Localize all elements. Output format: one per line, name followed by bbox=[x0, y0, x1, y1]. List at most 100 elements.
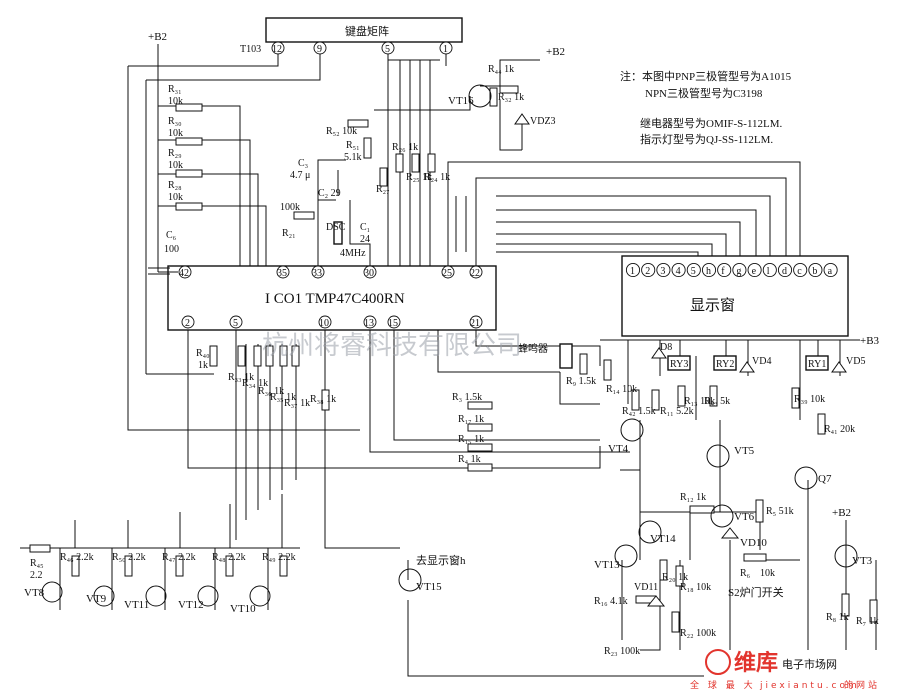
vt14-label: VT14 bbox=[650, 533, 676, 545]
r13-label: R₁₃ 10k bbox=[684, 396, 715, 407]
main-ic-block: I CO1 TMP47C400RN 42 35 33 30 25 22 2 5 … bbox=[167, 265, 497, 331]
svg-text:30: 30 bbox=[364, 268, 374, 279]
display-pin-label: 1 bbox=[630, 266, 635, 277]
r29-label: R₂₉ bbox=[168, 148, 182, 159]
c2-label: C₂ 29 bbox=[318, 188, 341, 199]
display-pin-circle bbox=[793, 262, 808, 278]
brand-tail-2: 的网站 bbox=[844, 679, 880, 691]
svg-text:13: 13 bbox=[364, 318, 374, 329]
r21-value: 100k bbox=[280, 202, 300, 213]
keypad-pin-12: 12 bbox=[271, 41, 285, 55]
vd11-label: VD11 bbox=[634, 582, 658, 593]
vt11-label: VT11 bbox=[124, 599, 149, 611]
r31-value: 10k bbox=[168, 96, 183, 107]
r28-label: R₂₈ bbox=[168, 180, 182, 191]
display-pin-label: h bbox=[706, 266, 711, 277]
r50-label: R₅₀ 2.2k bbox=[112, 552, 146, 563]
vt16-label: VT16 bbox=[448, 95, 474, 107]
ry2-label: RY2 bbox=[716, 359, 734, 370]
display-pin-circle bbox=[625, 262, 641, 278]
display-pin-circle bbox=[686, 262, 701, 278]
keypad-pin-5: 5 bbox=[381, 41, 395, 55]
r11-label: R₁₁ 5.2k bbox=[660, 406, 694, 417]
r44-label: R₄₄ 1k bbox=[488, 64, 514, 75]
ic-pin-21: 21 bbox=[469, 315, 483, 329]
company-watermark: 杭州将睿科技有限公司 bbox=[262, 331, 522, 361]
r22-label: R₂₂ 100k bbox=[680, 628, 716, 639]
r40-value: 1k bbox=[198, 360, 208, 371]
ic-pin-22: 22 bbox=[469, 265, 483, 279]
note-line-1: 注：本图中PNP三极管型号为A1015 bbox=[620, 69, 792, 83]
r7-label: R₇ 1k bbox=[856, 616, 879, 627]
r52-label: R₅₂ 10k bbox=[326, 126, 357, 137]
svg-text:25: 25 bbox=[442, 268, 452, 279]
q7-label: Q7 bbox=[818, 473, 832, 485]
display-pin-label: c bbox=[797, 266, 802, 277]
r17-label: R₁₇ 1k bbox=[458, 414, 484, 425]
vt9-label: VT9 bbox=[86, 593, 107, 605]
r43-label: R₄₃ 5k bbox=[704, 396, 730, 407]
diode-vd10-symbol bbox=[720, 527, 740, 539]
r38-label: R₃₈ 1k bbox=[310, 394, 336, 405]
r27-label: R₂₇ bbox=[376, 184, 390, 195]
r47-label: R₄₇ 2.2k bbox=[162, 552, 196, 563]
ic-pin-42: 42 bbox=[178, 265, 192, 279]
r39-label: R₃₉ 10k bbox=[794, 394, 825, 405]
display-pin-circle bbox=[747, 262, 762, 278]
display-pin-label: 3 bbox=[660, 266, 665, 277]
svg-text:42: 42 bbox=[179, 268, 189, 279]
r42-label: R₄₂ 1.5k bbox=[622, 406, 656, 417]
component-labels: +B2 +B2 +B2 +B3 VT16 R₄₄ 1k R₃₂ 1k VDZ3 … bbox=[24, 31, 880, 657]
vt6-label: VT6 bbox=[734, 511, 755, 523]
d8-label: D8 bbox=[660, 342, 672, 353]
relay-ry1 bbox=[805, 355, 829, 371]
note-line-4: 指示灯型号为QJ-SS-112LM. bbox=[640, 132, 773, 146]
svg-text:35: 35 bbox=[277, 268, 287, 279]
r26-label: R₂₆ 1k bbox=[392, 142, 418, 153]
b3-label: +B3 bbox=[860, 335, 880, 347]
display-pin-label: b bbox=[812, 266, 817, 277]
to-display-label: 去显示窗h bbox=[416, 553, 466, 567]
note-line-2: NPN三极管型号为C3198 bbox=[645, 86, 763, 100]
vt8-label: VT8 bbox=[24, 587, 45, 599]
r3-label: R₃ 1.5k bbox=[452, 392, 482, 403]
vt5-label: VT5 bbox=[734, 445, 755, 457]
r40-label: R₄₀ bbox=[196, 348, 210, 359]
display-pin-label: 4 bbox=[676, 266, 681, 277]
svg-text:21: 21 bbox=[470, 318, 480, 329]
r14-label: R₁₄ 10k bbox=[606, 384, 637, 395]
svg-text:33: 33 bbox=[312, 268, 322, 279]
mhz-label: 4MHz bbox=[340, 248, 366, 259]
r18-label: R₁₈ 10k bbox=[680, 582, 711, 593]
crystal-symbol bbox=[333, 221, 343, 245]
svg-text:12: 12 bbox=[272, 44, 282, 55]
r51-label: R₅₁ bbox=[346, 140, 360, 151]
display-pin-label: g bbox=[736, 266, 741, 277]
vt12-label: VT12 bbox=[178, 599, 204, 611]
svg-text:1: 1 bbox=[443, 44, 448, 55]
display-pin-label: e bbox=[752, 266, 757, 277]
b2-top-label: +B2 bbox=[148, 31, 167, 43]
notes-block: 注：本图中PNP三极管型号为A1015 NPN三极管型号为C3198 继电器型号… bbox=[620, 69, 792, 146]
keypad-ref: T103 bbox=[240, 44, 261, 55]
svg-text:10: 10 bbox=[319, 318, 329, 329]
display-pin-circle bbox=[641, 262, 656, 278]
ic-pin-5: 5 bbox=[229, 315, 243, 329]
vd4-label: VD4 bbox=[752, 356, 771, 367]
r32-label: R₃₂ 1k bbox=[498, 92, 524, 103]
display-pin-label: 2 bbox=[645, 266, 650, 277]
note-line-3: 继电器型号为OMIF-S-112LM. bbox=[640, 116, 783, 130]
vd10-label: VD10 bbox=[740, 537, 767, 549]
r24-label: R₂₄ 1k bbox=[424, 172, 450, 183]
display-pin-circle bbox=[777, 262, 793, 278]
r37-label: R₃₇ 1k bbox=[284, 398, 310, 409]
buzzer-symbol bbox=[559, 343, 573, 369]
display-pin-circle bbox=[732, 262, 747, 278]
c3-label: C₃ bbox=[298, 158, 308, 169]
ry3-label: RY3 bbox=[670, 359, 688, 370]
r4-label: R₄ 1k bbox=[458, 454, 481, 465]
keypad-title: 键盘矩阵 bbox=[345, 24, 389, 38]
r8-label: R₈ 1k bbox=[826, 612, 849, 623]
